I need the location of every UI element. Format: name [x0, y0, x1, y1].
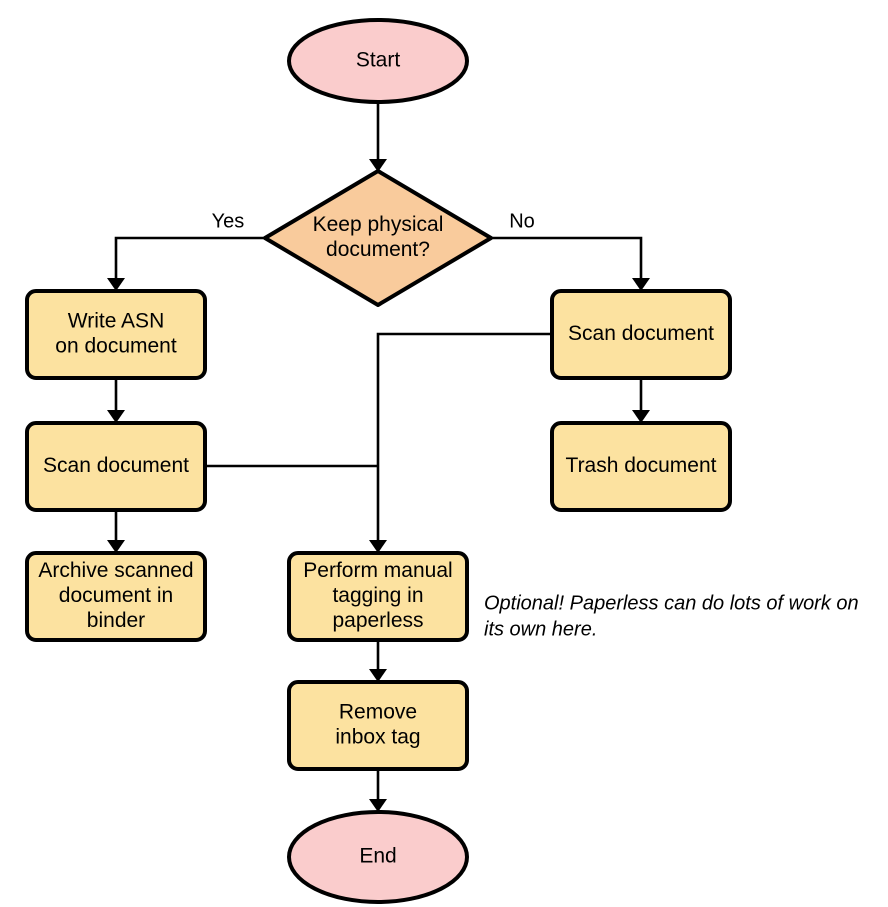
node-label: paperless	[332, 609, 423, 632]
edge-label-no: No	[509, 210, 535, 232]
process-rect[interactable]	[25, 421, 207, 512]
node-label: Write ASN	[68, 310, 164, 333]
edge-scan-left-to-archive	[107, 510, 125, 553]
node-label: Scan document	[43, 454, 189, 477]
edge-label-yes: Yes	[212, 210, 245, 232]
edge-decision-no-to-scan-right: No	[491, 210, 650, 291]
annotations-layer: Optional! Paperless can do lots of work …	[484, 592, 859, 640]
edge-arrowhead	[632, 410, 650, 423]
terminator-ellipse[interactable]	[287, 18, 469, 104]
edge-arrowhead	[369, 540, 387, 553]
edge-arrowhead	[369, 799, 387, 812]
node-label: End	[359, 845, 396, 868]
node-end[interactable]: End	[287, 810, 469, 904]
node-label: tagging in	[332, 584, 423, 607]
process-rect[interactable]	[287, 551, 469, 642]
node-label: Scan document	[568, 322, 714, 345]
edge-start-to-decision	[369, 102, 387, 172]
node-label: Archive scanned	[38, 559, 193, 582]
node-label: binder	[87, 609, 145, 632]
annotation-optional-note: Optional! Paperless can do lots of work …	[484, 592, 859, 640]
annotation-line: its own here.	[484, 618, 597, 640]
node-scan-right[interactable]: Scan document	[550, 289, 732, 380]
node-label: document?	[326, 238, 430, 261]
node-label: Remove	[339, 701, 417, 724]
process-rect[interactable]	[287, 680, 469, 771]
node-label: Keep physical	[313, 213, 444, 236]
edge-manual-tagging-to-remove-inbox-tag	[369, 640, 387, 682]
edge-scan-right-to-trash	[632, 378, 650, 423]
terminator-ellipse[interactable]	[287, 810, 469, 904]
node-start[interactable]: Start	[287, 18, 469, 104]
edge-remove-inbox-tag-to-end	[369, 769, 387, 812]
node-label: Trash document	[566, 454, 717, 477]
node-trash[interactable]: Trash document	[550, 421, 732, 512]
edge-arrowhead	[107, 410, 125, 423]
node-label: inbox tag	[335, 726, 420, 749]
node-label: on document	[55, 335, 177, 358]
node-label: Perform manual	[303, 559, 452, 582]
node-label: Start	[356, 49, 401, 72]
edge-arrowhead	[632, 278, 650, 291]
annotation-line: Optional! Paperless can do lots of work …	[484, 592, 859, 614]
edge-write-asn-to-scan-left	[107, 378, 125, 423]
edge-decision-yes-to-write-asn: Yes	[107, 210, 265, 291]
edge-line	[114, 236, 265, 285]
edge-line	[376, 332, 552, 547]
process-rect[interactable]	[550, 289, 732, 380]
process-rect[interactable]	[25, 289, 207, 380]
decision-diamond[interactable]	[263, 169, 493, 307]
edge-arrowhead	[369, 159, 387, 172]
edge-line	[491, 236, 643, 285]
edges-layer: Yes No	[107, 102, 650, 812]
process-rect[interactable]	[25, 551, 207, 642]
node-label: document in	[59, 584, 173, 607]
process-rect[interactable]	[550, 421, 732, 512]
edge-arrowhead	[107, 540, 125, 553]
edge-scan-right-to-manual-tagging	[369, 332, 552, 553]
node-scan-left[interactable]: Scan document	[25, 421, 207, 512]
edge-arrowhead	[369, 669, 387, 682]
edge-arrowhead	[107, 278, 125, 291]
